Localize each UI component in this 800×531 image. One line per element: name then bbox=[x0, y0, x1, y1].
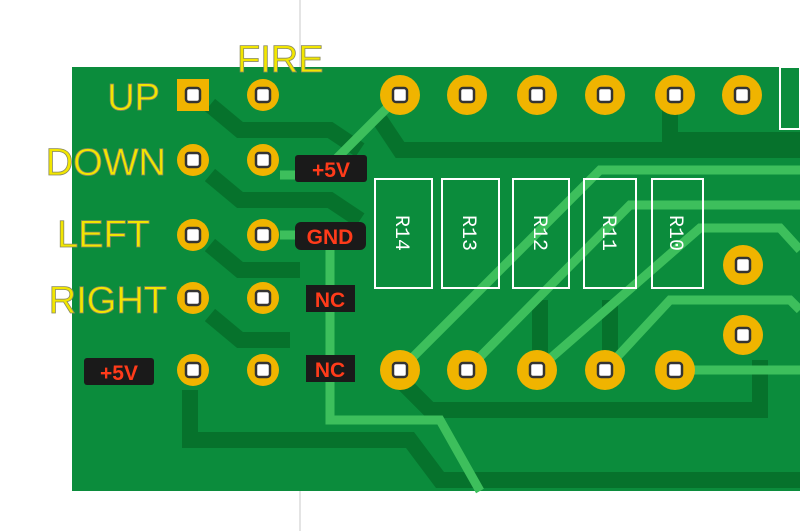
pin-tags: +5V GND NC NC +5V bbox=[84, 155, 367, 385]
resistor-label: R14 bbox=[389, 215, 412, 251]
drill-hole bbox=[596, 86, 614, 104]
drill-hole bbox=[391, 361, 409, 379]
resistor-label: R11 bbox=[596, 215, 619, 251]
drill-hole bbox=[733, 86, 751, 104]
drill-hole bbox=[184, 289, 202, 307]
label-left: LEFT bbox=[57, 214, 150, 256]
resistor-outline bbox=[512, 178, 570, 289]
label-right: RIGHT bbox=[49, 280, 167, 322]
drill-hole bbox=[184, 86, 202, 104]
resistor-outline bbox=[374, 178, 433, 289]
drill-hole bbox=[734, 256, 752, 274]
resistor-label: R13 bbox=[456, 215, 479, 251]
resistor-label: R12 bbox=[527, 215, 550, 251]
drill-hole bbox=[254, 289, 272, 307]
label-fire: FIRE bbox=[237, 39, 324, 81]
resistor-outline bbox=[583, 178, 637, 289]
component-outline bbox=[779, 66, 800, 130]
resistor-label: R10 bbox=[663, 215, 686, 251]
pcb-board bbox=[72, 67, 800, 491]
drill-hole bbox=[184, 361, 202, 379]
drill-hole bbox=[254, 226, 272, 244]
drill-hole bbox=[458, 86, 476, 104]
drill-hole bbox=[254, 86, 272, 104]
tag-nc: NC bbox=[315, 289, 345, 312]
label-up: UP bbox=[107, 77, 160, 119]
tag-nc: NC bbox=[315, 359, 345, 382]
resistor-outline bbox=[651, 178, 704, 289]
drill-hole bbox=[596, 361, 614, 379]
drill-hole bbox=[391, 86, 409, 104]
drill-hole bbox=[528, 86, 546, 104]
drill-hole bbox=[254, 151, 272, 169]
joystick-labels: FIRE UP DOWN LEFT RIGHT bbox=[45, 39, 324, 323]
drill-hole bbox=[184, 151, 202, 169]
label-down: DOWN bbox=[46, 142, 166, 184]
drill-hole bbox=[666, 86, 684, 104]
tag-gnd: GND bbox=[307, 226, 354, 249]
drill-hole bbox=[666, 361, 684, 379]
pads bbox=[177, 75, 763, 390]
tag-plus5v: +5V bbox=[312, 159, 350, 182]
drill-hole bbox=[184, 226, 202, 244]
resistor-outline bbox=[441, 178, 500, 289]
drill-hole bbox=[254, 361, 272, 379]
tag-plus5v-left: +5V bbox=[100, 362, 138, 385]
drill-hole bbox=[734, 326, 752, 344]
resistor-outlines bbox=[374, 66, 800, 289]
light-traces bbox=[280, 91, 800, 494]
drill-hole bbox=[528, 361, 546, 379]
drill-hole bbox=[458, 361, 476, 379]
